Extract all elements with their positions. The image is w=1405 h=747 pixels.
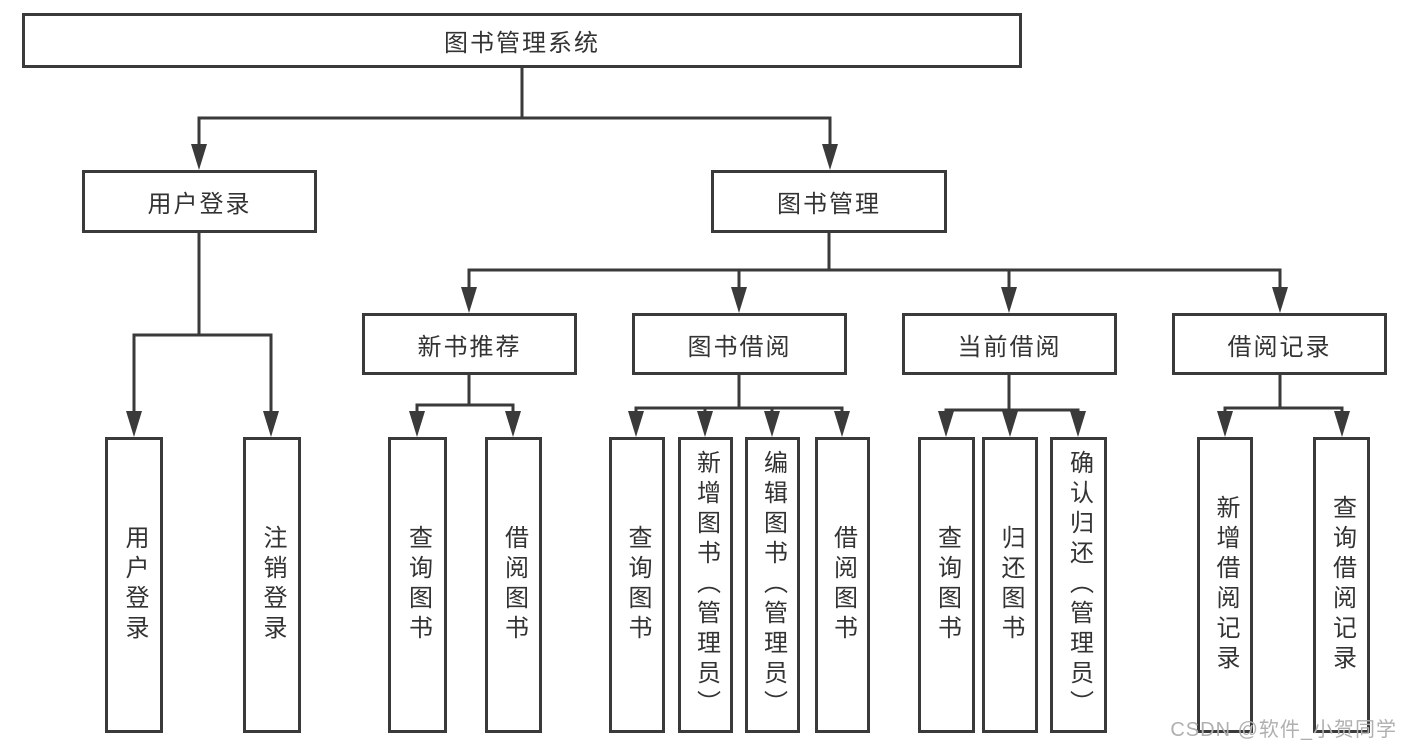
leaf-logout-label: 注销登录 bbox=[259, 525, 286, 645]
leaf-rec-query-books: 查询图书 bbox=[388, 437, 447, 733]
node-current-borrow: 当前借阅 bbox=[902, 313, 1117, 375]
node-borrow-records-label: 借阅记录 bbox=[1227, 333, 1332, 361]
node-user-login: 用户登录 bbox=[82, 170, 317, 233]
arrowheads bbox=[126, 144, 1350, 437]
node-root-label: 图书管理系统 bbox=[444, 30, 600, 57]
leaf-br-add-record: 新增借阅记录 bbox=[1197, 437, 1253, 733]
leaf-bb-borrow-books-label: 借阅图书 bbox=[829, 525, 857, 645]
leaf-rec-query-books-label: 查询图书 bbox=[404, 525, 432, 645]
leaf-user-login-label: 用户登录 bbox=[121, 525, 148, 645]
leaf-bb-query-books-label: 查询图书 bbox=[624, 525, 651, 645]
edge-book-management bbox=[467, 231, 1282, 303]
edge-borrow-records bbox=[1223, 373, 1344, 427]
node-root: 图书管理系统 bbox=[22, 13, 1022, 68]
node-new-book-rec-label: 新书推荐 bbox=[417, 333, 522, 361]
leaf-cb-confirm-return: 确认归还（管理员） bbox=[1050, 437, 1107, 733]
leaf-rec-borrow-books: 借阅图书 bbox=[485, 437, 542, 733]
leaf-bb-add-books-label: 新增图书（管理员） bbox=[692, 450, 720, 720]
leaf-bb-borrow-books: 借阅图书 bbox=[815, 437, 870, 733]
edge-root bbox=[197, 66, 832, 160]
leaf-cb-query-books: 查询图书 bbox=[918, 437, 975, 733]
node-borrow-records: 借阅记录 bbox=[1172, 313, 1387, 375]
leaf-bb-edit-books: 编辑图书（管理员） bbox=[745, 437, 800, 733]
node-book-management-label: 图书管理 bbox=[777, 191, 881, 218]
leaf-cb-return-books: 归还图书 bbox=[982, 437, 1038, 733]
node-current-borrow-label: 当前借阅 bbox=[957, 333, 1062, 361]
leaf-br-query-record-label: 查询借阅记录 bbox=[1328, 495, 1356, 675]
leaf-bb-query-books: 查询图书 bbox=[609, 437, 665, 733]
node-new-book-rec: 新书推荐 bbox=[362, 313, 577, 375]
node-user-login-label: 用户登录 bbox=[147, 191, 252, 218]
leaf-br-add-record-label: 新增借阅记录 bbox=[1212, 495, 1239, 675]
node-book-borrow-label: 图书借阅 bbox=[687, 333, 792, 361]
edge-user-login bbox=[132, 231, 273, 427]
node-book-management: 图书管理 bbox=[711, 170, 947, 233]
leaf-bb-add-books: 新增图书（管理员） bbox=[678, 437, 733, 733]
leaf-logout: 注销登录 bbox=[243, 437, 301, 733]
leaf-rec-borrow-books-label: 借阅图书 bbox=[500, 525, 528, 645]
leaf-cb-return-books-label: 归还图书 bbox=[997, 525, 1024, 645]
leaf-bb-edit-books-label: 编辑图书（管理员） bbox=[759, 450, 787, 720]
edge-book-borrow bbox=[634, 373, 844, 427]
leaf-cb-query-books-label: 查询图书 bbox=[933, 525, 961, 645]
leaf-br-query-record: 查询借阅记录 bbox=[1313, 437, 1370, 733]
csdn-watermark: CSDN @软件_小贺同学 bbox=[1170, 719, 1397, 741]
edge-new-book-rec bbox=[415, 373, 515, 427]
leaf-user-login: 用户登录 bbox=[105, 437, 163, 733]
leaf-cb-confirm-return-label: 确认归还（管理员） bbox=[1065, 450, 1093, 720]
node-book-borrow: 图书借阅 bbox=[632, 313, 847, 375]
